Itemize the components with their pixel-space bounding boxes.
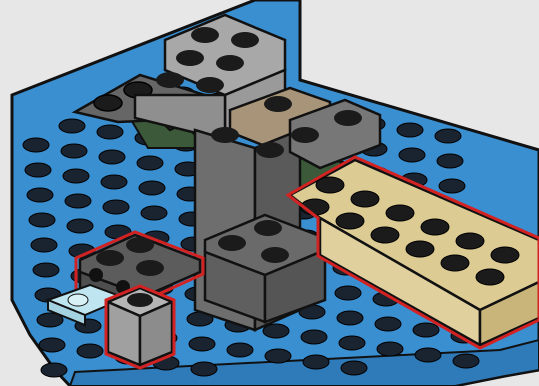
- stud: [196, 77, 224, 93]
- stud: [218, 235, 246, 251]
- stud: [68, 294, 88, 306]
- stud: [216, 55, 244, 71]
- tan-brick-stud: [456, 233, 484, 249]
- light-gray-brick-1x1: [106, 286, 174, 368]
- tan-brick-stud: [406, 241, 434, 257]
- tan-brick-stud: [351, 191, 379, 207]
- stud: [126, 237, 154, 253]
- tan-brick-stud: [371, 227, 399, 243]
- stud: [264, 96, 292, 112]
- stud: [231, 32, 259, 48]
- stud: [94, 95, 122, 111]
- tan-brick-stud: [491, 247, 519, 263]
- stud: [191, 27, 219, 43]
- tan-brick-stud: [421, 219, 449, 235]
- tan-brick-stud: [336, 213, 364, 229]
- stud: [254, 220, 282, 236]
- stud: [334, 110, 362, 126]
- tan-brick-stud: [386, 205, 414, 221]
- stud: [96, 250, 124, 266]
- tan-brick-stud: [316, 177, 344, 193]
- stud: [127, 293, 153, 307]
- stud: [136, 260, 164, 276]
- stud: [256, 142, 284, 158]
- stud: [211, 127, 239, 143]
- stud: [176, 50, 204, 66]
- pin-hole: [89, 268, 103, 282]
- stud: [156, 72, 184, 88]
- stud: [291, 127, 319, 143]
- tan-brick-stud: [476, 269, 504, 285]
- tan-brick-stud: [441, 255, 469, 271]
- stud: [261, 247, 289, 263]
